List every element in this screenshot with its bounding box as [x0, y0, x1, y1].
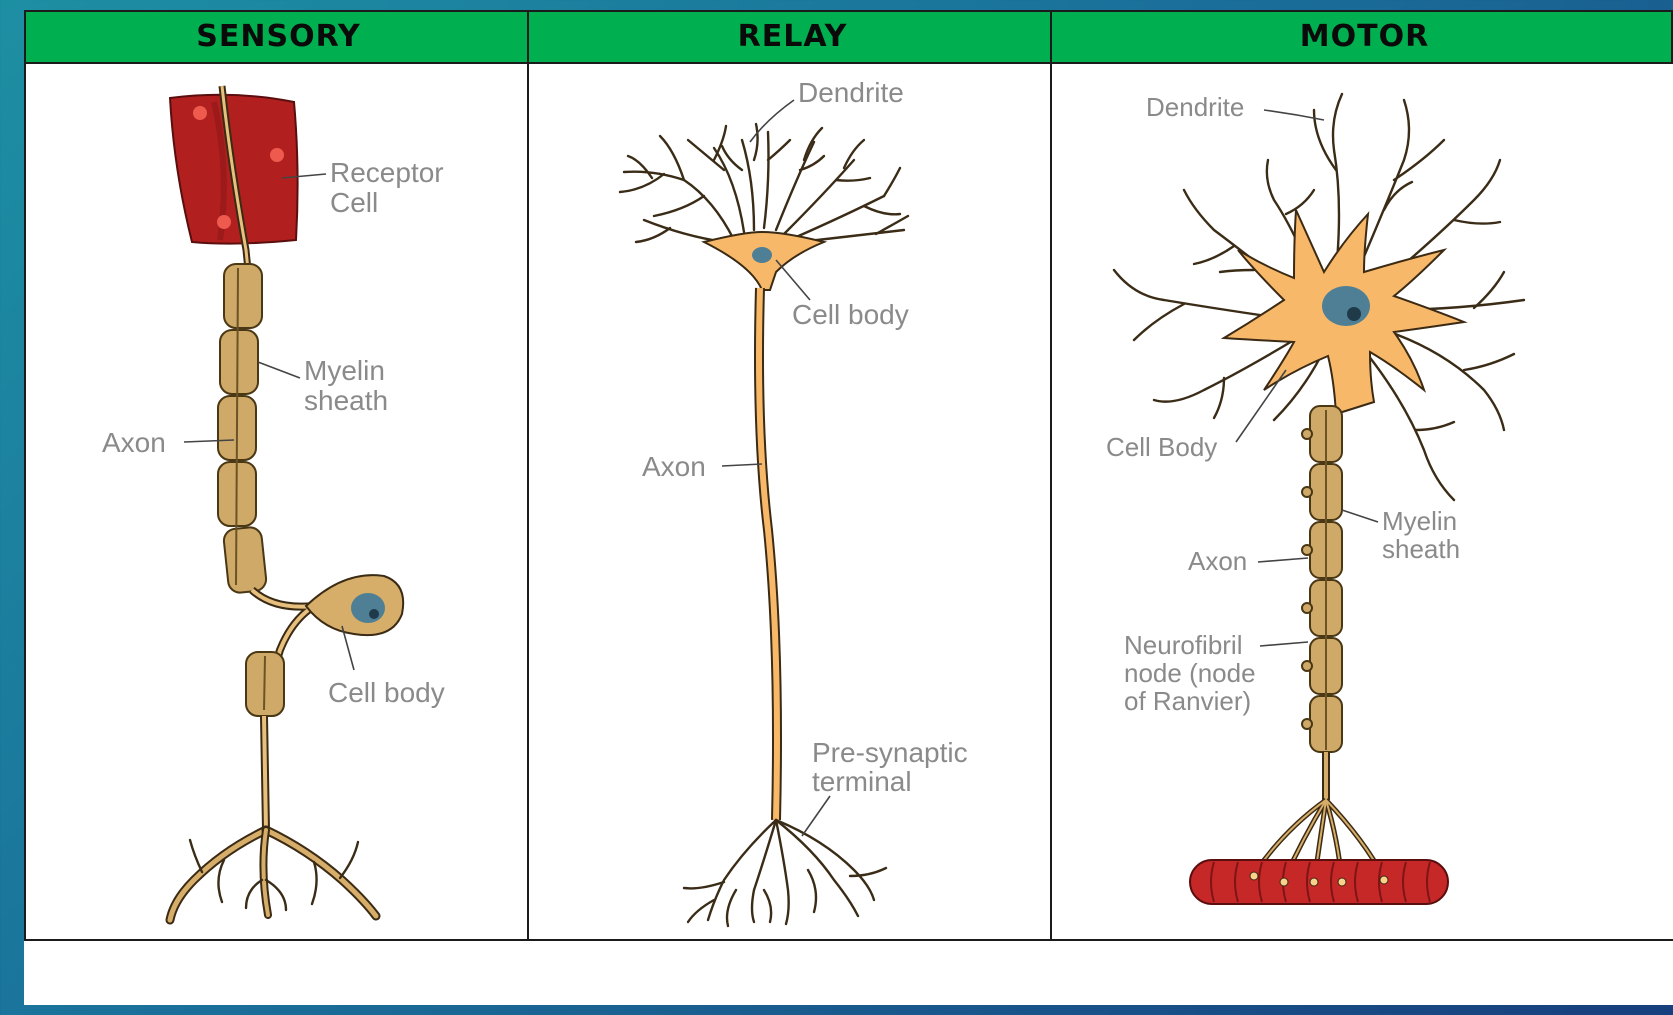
muscle-fiber — [1190, 860, 1448, 904]
label-myelin-1: Myelin — [1382, 506, 1457, 536]
label-myelin-1: Myelin — [304, 355, 385, 386]
sensory-terminal-branches — [170, 830, 376, 920]
nucleus — [752, 247, 772, 263]
leader-cell-body — [1236, 370, 1286, 442]
label-cell-body: Cell body — [328, 677, 445, 708]
label-presynaptic-1: Pre-synaptic — [812, 737, 968, 768]
label-receptor-2: Cell — [330, 187, 378, 218]
leader-cell-body — [776, 260, 810, 300]
leader-presynaptic — [802, 796, 830, 836]
receptor-dot — [270, 148, 284, 162]
leader-axon — [1258, 558, 1308, 562]
leader-myelin — [258, 362, 300, 378]
relay-neuron — [620, 124, 908, 926]
receptor-dot — [193, 106, 207, 120]
relay-terminal-branches — [684, 820, 886, 926]
label-axon: Axon — [102, 427, 166, 458]
nucleus — [1322, 286, 1370, 326]
relay-dendrites — [620, 124, 908, 242]
myelin-segment — [220, 330, 258, 394]
label-dendrite: Dendrite — [798, 77, 904, 108]
leader-node — [1260, 642, 1308, 646]
label-axon: Axon — [1188, 546, 1247, 576]
label-node-1: Neurofibril — [1124, 630, 1243, 660]
leader-axon — [722, 464, 762, 466]
label-myelin-2: sheath — [1382, 534, 1460, 564]
label-node-2: node (node — [1124, 658, 1256, 688]
label-cell-body: Cell Body — [1106, 432, 1217, 462]
label-presynaptic-2: terminal — [812, 766, 912, 797]
leader-myelin — [1342, 510, 1378, 522]
label-cell-body: Cell body — [792, 299, 909, 330]
label-dendrite: Dendrite — [1146, 92, 1244, 122]
nucleus — [351, 593, 385, 623]
label-myelin-2: sheath — [304, 385, 388, 416]
label-receptor-1: Receptor — [330, 157, 444, 188]
myelin-segment — [223, 526, 267, 594]
neuron-diagram: Receptor Cell Myelin sheath Axon Cell bo… — [24, 10, 1673, 1005]
myelin-segment — [224, 264, 262, 328]
label-node-3: of Ranvier) — [1124, 686, 1251, 716]
motor-neuron — [1114, 94, 1524, 904]
receptor-dot — [217, 215, 231, 229]
diagram-frame: SENSORY RELAY MOTOR — [24, 10, 1673, 1005]
label-axon: Axon — [642, 451, 706, 482]
